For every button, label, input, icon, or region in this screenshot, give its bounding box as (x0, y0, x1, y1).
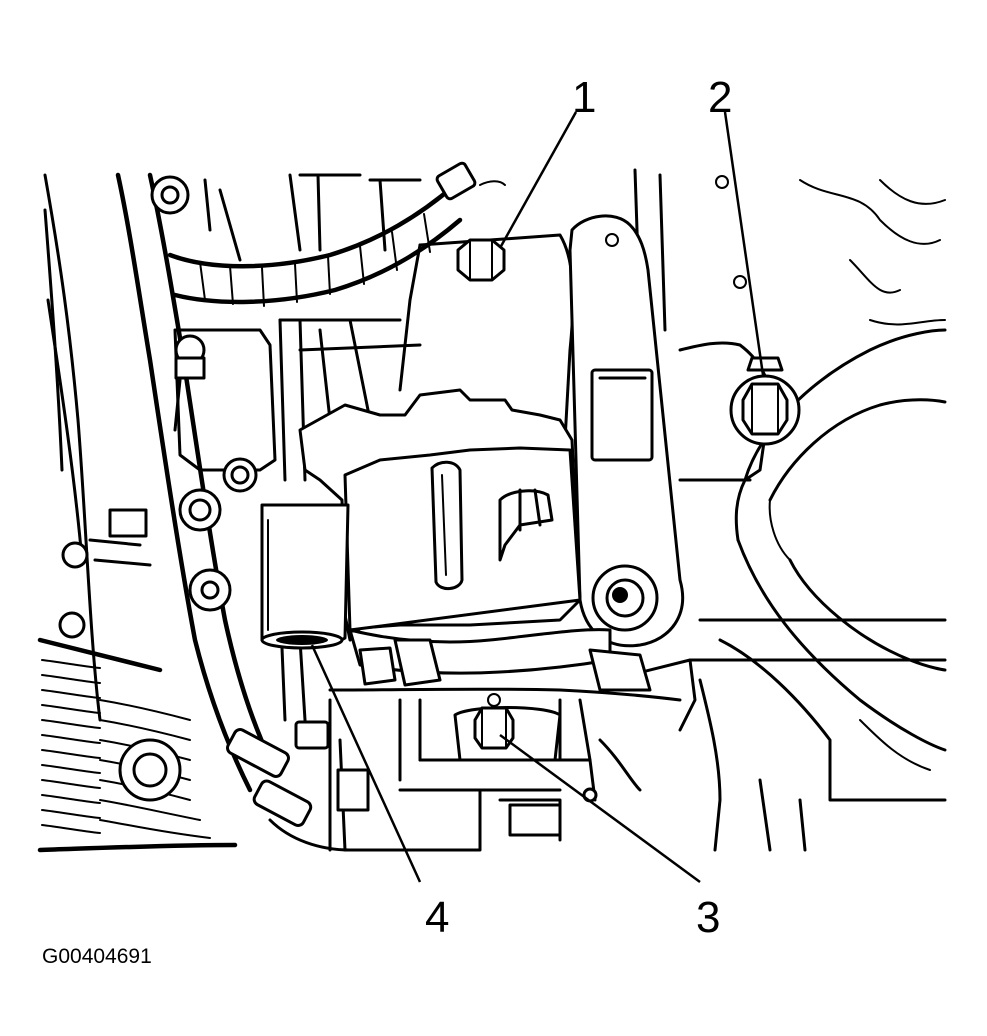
mount-bracket-arm (568, 214, 685, 648)
braided-hose (37, 637, 238, 853)
callout-label-1: 1 (572, 73, 596, 122)
engine-block-background (37, 161, 947, 853)
callout-label-3: 3 (696, 893, 720, 942)
bolt-1 (456, 238, 506, 282)
nut-3 (453, 693, 562, 762)
insulator-sleeve-4 (260, 503, 350, 650)
callout-label-4: 4 (425, 893, 449, 942)
figure-id: G00404691 (42, 945, 152, 968)
bolt-2 (729, 356, 801, 446)
leader-lines (310, 111, 765, 884)
engine-mount-body (298, 388, 652, 692)
callout-label-2: 2 (708, 73, 732, 122)
